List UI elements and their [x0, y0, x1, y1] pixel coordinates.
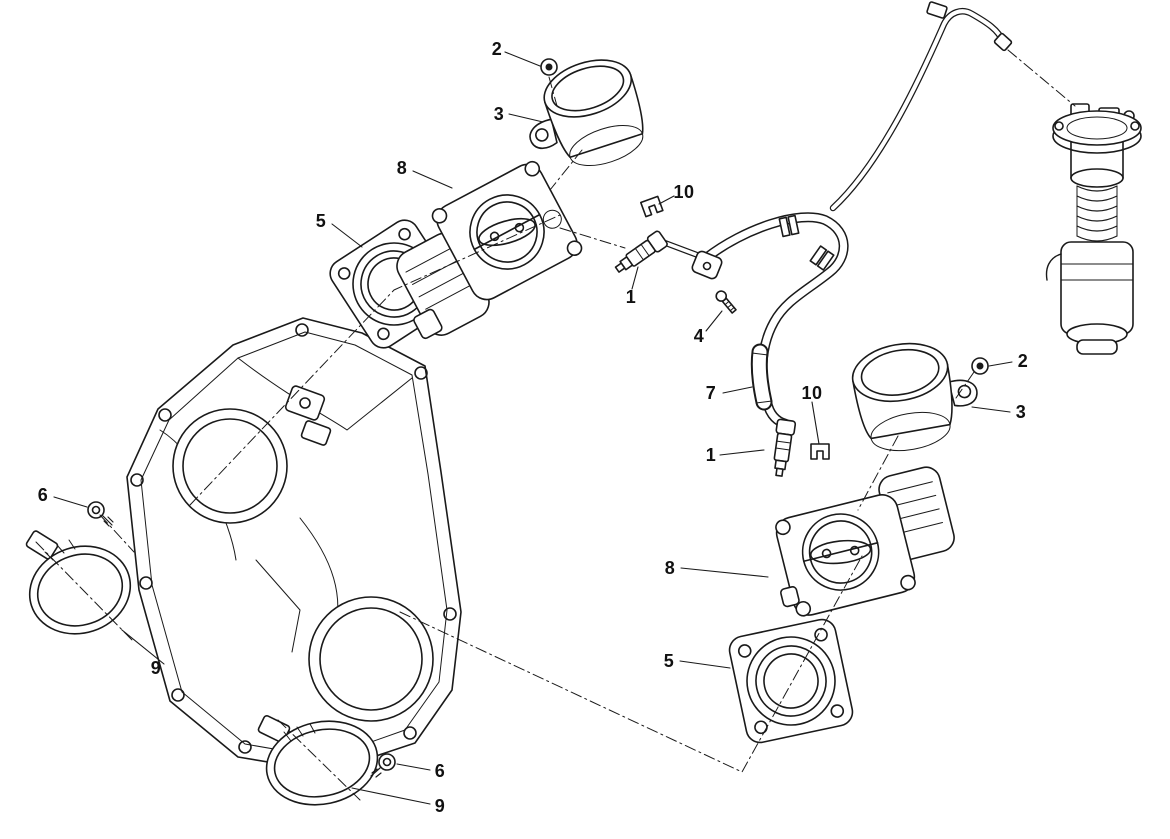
- throttle-body-upper: [396, 160, 583, 340]
- fuel-hose: [701, 212, 849, 429]
- injector-clip-lower: [810, 443, 830, 460]
- intake-flange-lower: [728, 618, 854, 744]
- centerlines: [35, 49, 1076, 801]
- screw-2-upper: [540, 58, 558, 76]
- screw-4: [715, 290, 737, 314]
- leader-lines: [53, 51, 1013, 805]
- fuel-injector-upper: [614, 230, 668, 273]
- throttle-body-lower: [775, 466, 955, 617]
- screw-6-upper: [87, 501, 114, 527]
- fuel-pump-assembly: [1045, 103, 1142, 355]
- intake-sleeve-lower: [851, 342, 978, 452]
- airbox-cover: [126, 317, 462, 773]
- injector-clip-upper: [640, 195, 664, 218]
- screw-6-lower: [370, 753, 396, 778]
- fuel-line: [829, 1, 1013, 212]
- hose-clamp-upper: [25, 530, 132, 635]
- intake-sleeve-upper: [529, 59, 644, 167]
- screw-2-lower: [971, 357, 989, 375]
- fuel-injector-lower: [773, 418, 797, 477]
- hose-clamp-lower: [257, 714, 379, 806]
